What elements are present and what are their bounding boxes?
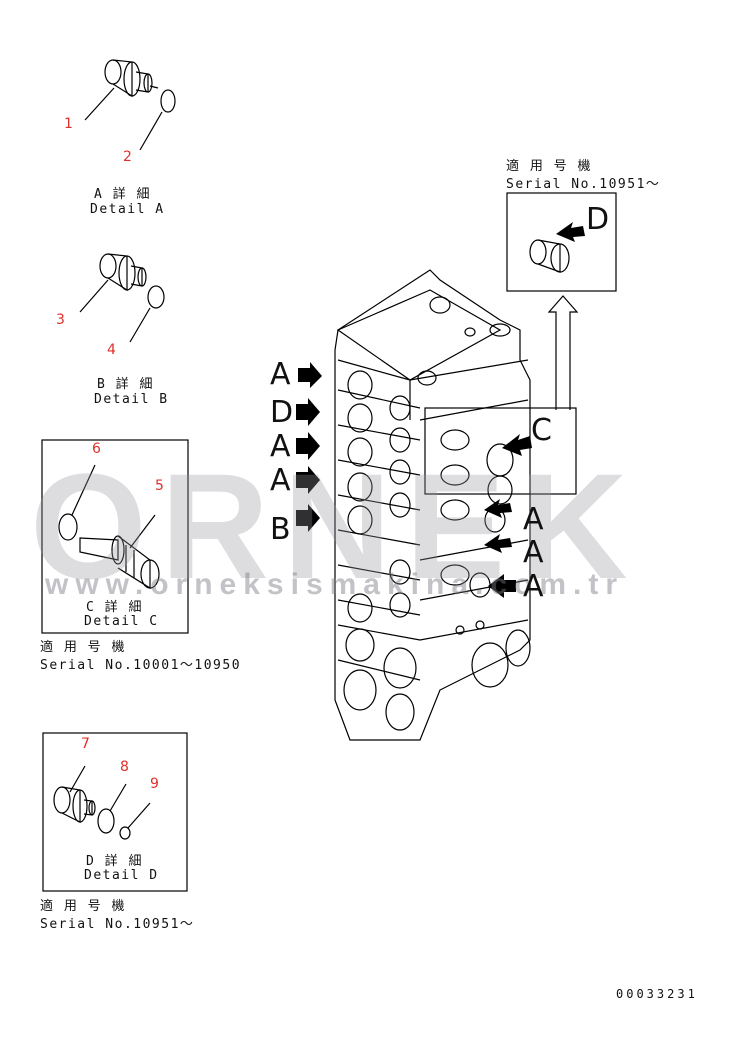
detail-c-en: Detail C <box>84 614 159 629</box>
detail-d-frame <box>42 732 188 892</box>
callout-9: 9 <box>150 776 159 792</box>
watermark-brand: ORNEK <box>30 442 642 610</box>
detail-d-en: Detail D <box>84 868 159 883</box>
arrow-right-a2 <box>484 534 512 553</box>
detail-a-o-ring <box>160 89 176 113</box>
view-letter-right-2: A <box>523 535 544 570</box>
serial-detail-c-no: Serial No.10001～10950 <box>40 658 242 673</box>
arrow-a1 <box>298 362 322 388</box>
detail-d-o-ring-large <box>97 808 115 834</box>
detail-b-jp: B 詳 細 <box>97 377 154 392</box>
detail-c-valve <box>79 514 160 590</box>
arrow-d <box>296 398 320 426</box>
detail-c-o-ring <box>58 513 78 541</box>
watermark-url: www.orneksismakina.com.tr <box>45 568 625 601</box>
arrow-a2 <box>296 432 320 460</box>
detail-c-callout-frame <box>424 407 577 495</box>
serial-detail-c-jp: 適 用 号 機 <box>40 640 126 655</box>
callout-3: 3 <box>56 312 65 328</box>
callout-1: 1 <box>64 116 73 132</box>
callout-7: 7 <box>81 736 90 752</box>
callout-4: 4 <box>107 342 116 358</box>
detail-b-en: Detail B <box>94 392 169 407</box>
view-letter-left-2: D <box>270 395 294 430</box>
detail-a-en: Detail A <box>90 202 165 217</box>
box-letter-d: D <box>586 202 610 237</box>
hollow-arrow-up <box>547 295 579 410</box>
detail-d-jp: D 詳 細 <box>86 854 143 869</box>
arrow-right-a3 <box>488 574 516 598</box>
callout-2: 2 <box>123 149 132 165</box>
arrow-serial-d <box>556 222 585 242</box>
serial-d-frame <box>506 192 617 292</box>
callout-5: 5 <box>155 478 164 494</box>
detail-b-fitting <box>79 253 147 313</box>
callout-6: 6 <box>92 441 101 457</box>
box-letter-c: C <box>531 413 552 448</box>
callout-8: 8 <box>120 759 129 775</box>
arrow-c <box>502 434 532 456</box>
view-letter-right-1: A <box>523 502 544 537</box>
arrow-right-a1 <box>484 499 512 518</box>
serial-detail-d-jp: 適 用 号 機 <box>40 899 126 914</box>
detail-b-o-ring <box>147 285 165 309</box>
view-letter-left-5: B <box>270 512 291 547</box>
drawing-number: 00033231 <box>616 987 698 1001</box>
view-letter-left-1: A <box>270 357 291 392</box>
serial-d-plug <box>529 239 570 273</box>
arrow-a3 <box>296 466 320 494</box>
detail-a-jp: A 詳 細 <box>94 187 151 202</box>
detail-d-o-ring-small <box>119 826 131 840</box>
arrow-b <box>296 504 320 532</box>
view-letter-left-3: A <box>270 429 291 464</box>
detail-c-frame <box>41 439 189 634</box>
serial-detail-d-no: Serial No.10951～ <box>40 917 195 932</box>
detail-a-fitting <box>84 59 159 121</box>
serial-top-right-jp: 適 用 号 機 <box>506 159 592 174</box>
view-letter-right-3: A <box>523 569 544 604</box>
detail-c-jp: C 詳 細 <box>86 600 143 615</box>
detail-d-plug <box>53 765 96 823</box>
serial-top-right-no: Serial No.10951～ <box>506 177 661 192</box>
view-letter-left-4: A <box>270 463 291 498</box>
